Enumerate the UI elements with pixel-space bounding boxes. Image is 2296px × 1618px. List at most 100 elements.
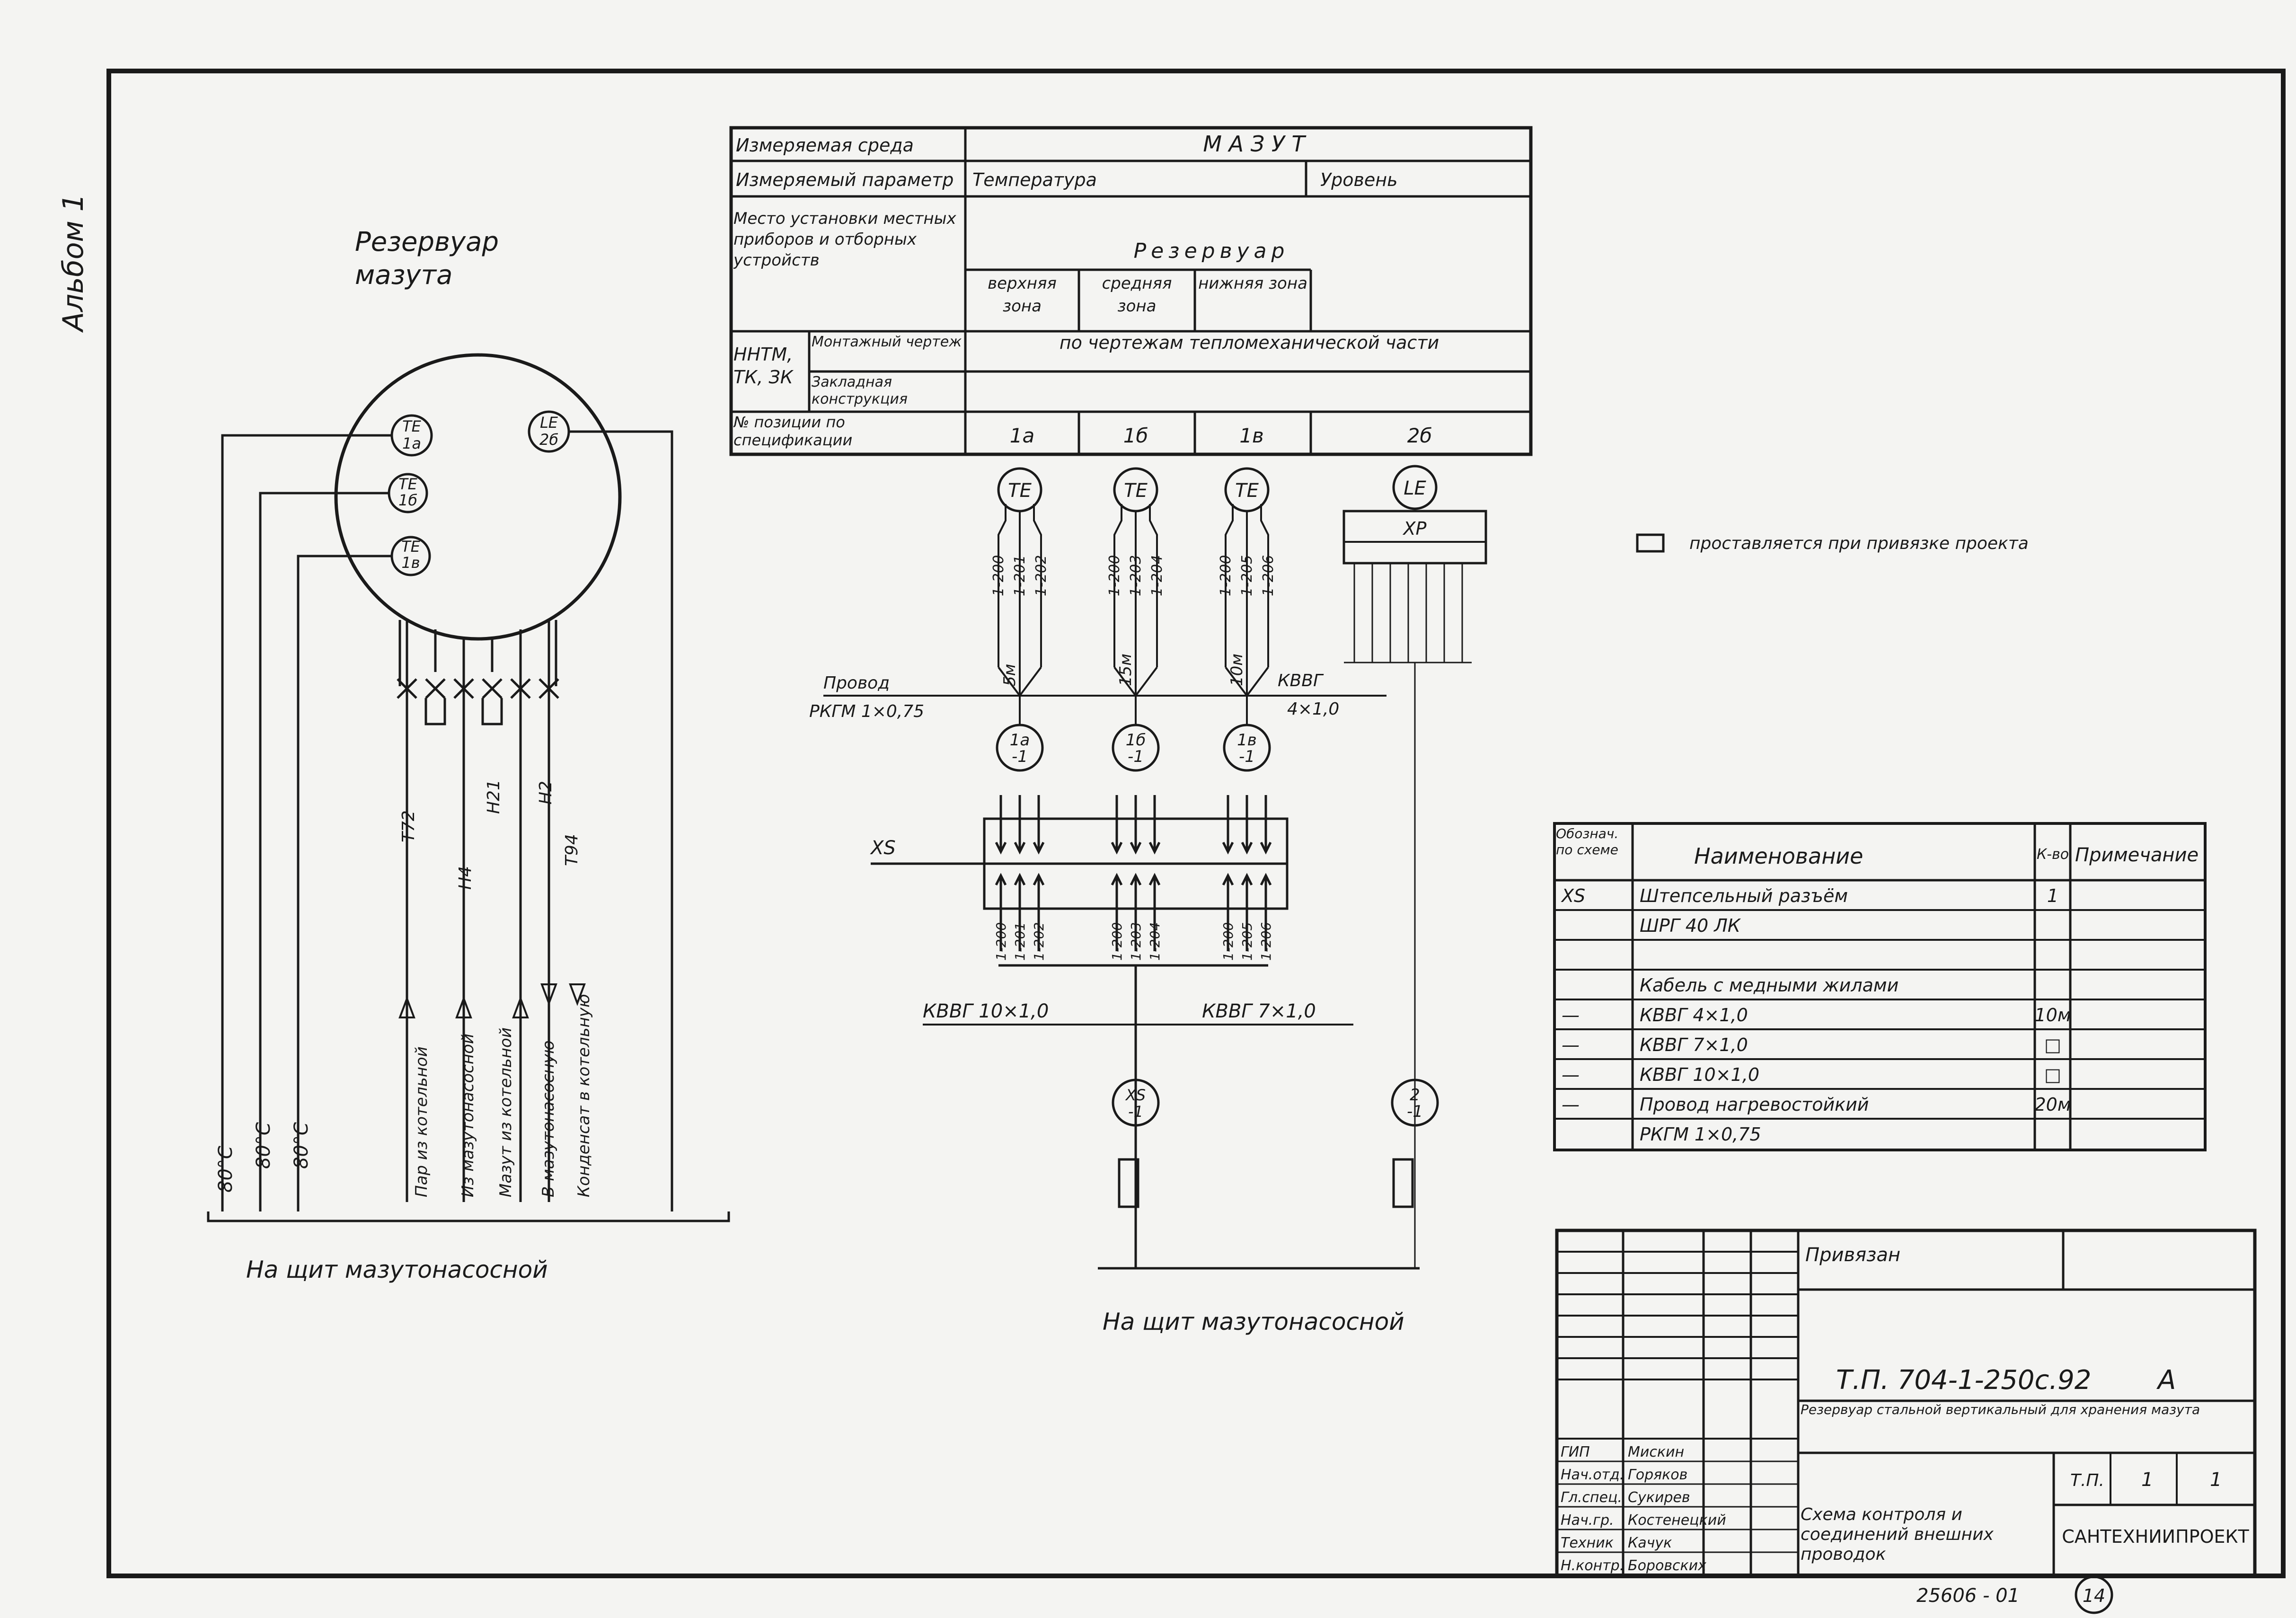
spec-row-qty: 20м bbox=[2034, 1094, 2071, 1115]
sensor-te1v: TE 1в bbox=[390, 536, 431, 576]
cable-length-1: 5м bbox=[1000, 664, 1019, 686]
nntm-label: ННТМ, ТК, ЗК bbox=[733, 344, 793, 388]
legend: проставляется при привязке проекта bbox=[1636, 533, 2029, 553]
terminal-1a-bottom: -1 bbox=[1012, 747, 1028, 766]
wire-label-2-2: 1-204 bbox=[1149, 555, 1166, 596]
signature-name: Качук bbox=[1628, 1535, 1672, 1551]
signature-name: Боровских bbox=[1628, 1557, 1706, 1574]
spec-row-qty: 10м bbox=[2034, 1005, 2071, 1026]
tank-title-line2: мазута bbox=[355, 260, 452, 291]
params-table: Измеряемая среда М А З У Т Измеряемый па… bbox=[729, 126, 1533, 456]
tb-designation: Т.П. 704-1-250с.92 bbox=[1836, 1365, 2091, 1396]
schematic: TE TE TE LE bbox=[809, 465, 1487, 1335]
signature-name: Мискин bbox=[1628, 1444, 1684, 1460]
pipe-label-n2: Н2 bbox=[536, 781, 556, 805]
tb-letter: А bbox=[2156, 1365, 2176, 1396]
spec-row-name: Кабель с медными жилами bbox=[1640, 975, 1899, 996]
tank-bottom-caption: На щит мазутонасосной bbox=[246, 1256, 548, 1283]
sensor-te1v-bottom: 1в bbox=[401, 554, 420, 572]
pipe-desc-4: В мазутонасосную bbox=[539, 1040, 558, 1197]
medium-label: Измеряемая среда bbox=[736, 135, 914, 156]
spec-row-qty: □ bbox=[2044, 1034, 2061, 1055]
mount-label: Монтажный чертеж bbox=[812, 334, 962, 350]
terminal-1b-top: 1б bbox=[1126, 731, 1146, 750]
spec-pos-1v: 1в bbox=[1239, 424, 1263, 447]
wire-label-1-1: 1-201 bbox=[1012, 555, 1028, 596]
spec-row-name: КВВГ 10×1,0 bbox=[1640, 1064, 1759, 1085]
terminal-1a-top: 1а bbox=[1010, 731, 1030, 750]
tb-org: САНТЕХНИИПРОЕКТ bbox=[2062, 1526, 2249, 1547]
xs-wire-2-0: 1-200 bbox=[1109, 922, 1125, 961]
sensor-te1a: TE 1a bbox=[390, 414, 433, 457]
arrow-up-2 bbox=[455, 996, 472, 1018]
pipe-desc-5: Конденсат в котельную bbox=[574, 994, 593, 1197]
spec-row-name: КВВГ 4×1,0 bbox=[1640, 1005, 1748, 1026]
pipe-label-t94: Т94 bbox=[562, 834, 582, 866]
arrow-down-2 bbox=[569, 983, 586, 1006]
terminal-1v: 1в -1 bbox=[1223, 724, 1271, 772]
tb-stage: Т.П. bbox=[2070, 1471, 2104, 1490]
wire-label-3-0: 1-200 bbox=[1218, 555, 1234, 596]
place-value: Резервуар bbox=[1134, 239, 1289, 263]
xs1-top: XS bbox=[1125, 1086, 1146, 1104]
le-circle-label: LE bbox=[1404, 477, 1426, 499]
pipe-label-n21: Н21 bbox=[484, 779, 503, 814]
param-level: Уровень bbox=[1320, 169, 1398, 190]
signature-name: Горяков bbox=[1628, 1467, 1687, 1483]
spec-pos-2b: 2б bbox=[1407, 424, 1432, 447]
temp-2: 80°C bbox=[253, 1122, 274, 1169]
cable-kvvg-10: КВВГ 10×1,0 bbox=[923, 1000, 1049, 1022]
spec-header-qty: К-во bbox=[2037, 846, 2069, 863]
spec-row-name: РКГМ 1×0,75 bbox=[1640, 1124, 1761, 1145]
pipe-desc-3: Мазут из котельной bbox=[496, 1027, 515, 1197]
title-block: Привязан Т.П. 704-1-250с.92 А Резервуар … bbox=[1555, 1229, 2257, 1578]
xs-wire-1-2: 1-202 bbox=[1031, 922, 1047, 961]
signature-name: Костенецкий bbox=[1628, 1512, 1726, 1529]
xs-wire-3-1: 1-205 bbox=[1239, 922, 1255, 961]
wire-label-3-1: 1-205 bbox=[1239, 555, 1255, 596]
sensor-te1v-top: TE bbox=[401, 538, 421, 556]
spec-row-name: Штепсельный разъём bbox=[1640, 885, 1848, 906]
xs-connector bbox=[871, 795, 1289, 1268]
xs1-circle: XS -1 bbox=[1112, 1079, 1160, 1127]
pipe-label-t72: Т72 bbox=[399, 810, 418, 842]
legend-note: проставляется при привязке проекта bbox=[1689, 534, 2029, 553]
terminal-2-bottom: -1 bbox=[1407, 1102, 1423, 1121]
spec-row-qty: 1 bbox=[2047, 885, 2058, 906]
zone-lower: нижняя зона bbox=[1198, 274, 1307, 293]
page-number-badge: 14 bbox=[2075, 1575, 2113, 1614]
spec-header-code: Обознач. по схеме bbox=[1556, 826, 1619, 858]
spec-row-qty: □ bbox=[2044, 1064, 2061, 1085]
spec-header-note: Примечание bbox=[2075, 844, 2199, 866]
wire-label-2-1: 1-203 bbox=[1128, 555, 1144, 596]
spec-pos-1b: 1б bbox=[1123, 424, 1148, 447]
schematic-bottom-caption: На щит мазутонасосной bbox=[1103, 1308, 1404, 1335]
terminal-2-box bbox=[1392, 1158, 1414, 1208]
xs-wire-2-1: 1-203 bbox=[1128, 922, 1144, 961]
cable-length-2: 15м bbox=[1116, 654, 1135, 686]
arrow-up-1 bbox=[398, 996, 415, 1018]
spec-pos-label: № позиции по спецификации bbox=[733, 413, 853, 449]
spec-row-name: ШРГ 40 ЛК bbox=[1640, 915, 1741, 936]
xs-label: XS bbox=[870, 837, 896, 859]
te-circle-2-label: TE bbox=[1124, 480, 1148, 502]
wire-label-2-0: 1-200 bbox=[1106, 555, 1123, 596]
xs-wire-1-0: 1-200 bbox=[993, 922, 1009, 961]
pipe-desc-2: Из мазутонасосной bbox=[459, 1034, 477, 1197]
album-label: Альбом 1 bbox=[57, 194, 90, 333]
pipe-desc-1: Пар из котельной bbox=[412, 1046, 431, 1197]
wire-label-1-2: 1-202 bbox=[1033, 555, 1050, 596]
xs1-bottom: -1 bbox=[1128, 1103, 1143, 1121]
arrow-up-3 bbox=[512, 996, 529, 1018]
terminal-1b-bottom: -1 bbox=[1128, 747, 1144, 766]
tb-sheet: 1 bbox=[2141, 1469, 2153, 1491]
spec-row-code: — bbox=[1562, 1064, 1580, 1085]
page-number: 14 bbox=[2083, 1585, 2105, 1606]
xs-wire-1-1: 1-201 bbox=[1012, 922, 1028, 961]
xs1-box bbox=[1118, 1158, 1139, 1208]
spec-pos-1a: 1а bbox=[1010, 424, 1034, 447]
mount-value: по чертежам тепломеханической части bbox=[1059, 334, 1439, 353]
terminal-1v-top: 1в bbox=[1237, 731, 1257, 750]
xs-wire-2-2: 1-204 bbox=[1147, 922, 1163, 961]
